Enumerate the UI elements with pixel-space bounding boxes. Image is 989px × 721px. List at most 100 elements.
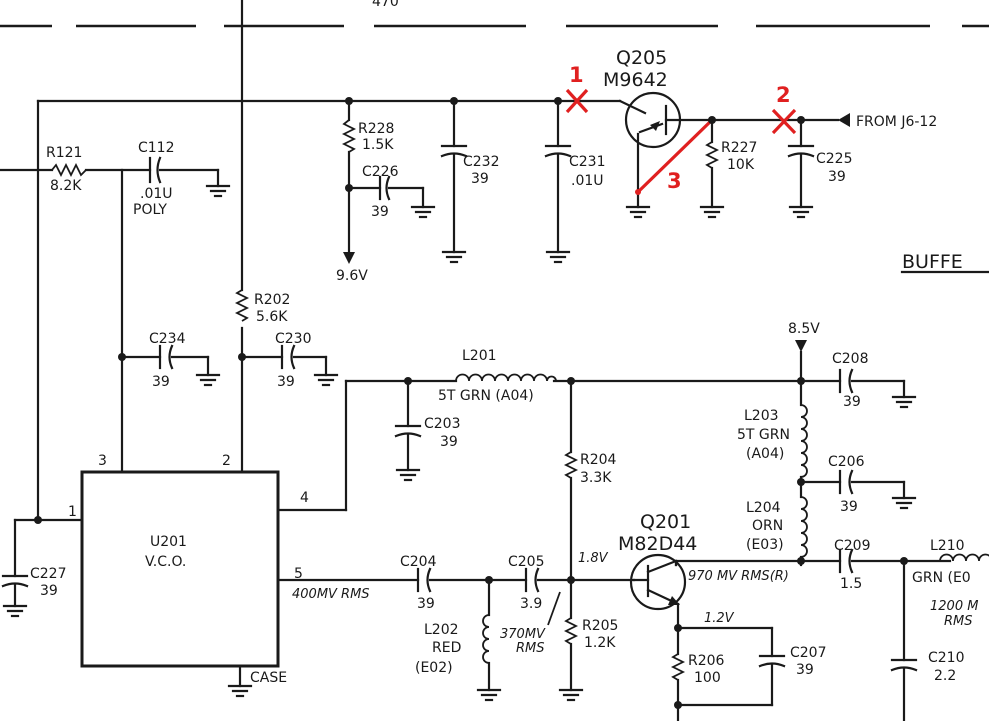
ground-symbol bbox=[313, 373, 339, 387]
l210-value: GRN (E0 bbox=[912, 570, 971, 586]
meas-400mv: 400MV RMS bbox=[292, 587, 370, 602]
supply-8v5-label: 8.5V bbox=[788, 321, 820, 337]
meas-1200mv: 1200 M bbox=[930, 599, 978, 614]
r228-resistor bbox=[341, 99, 357, 254]
l201-value: 5T GRN (A04) bbox=[438, 388, 534, 404]
c204-ref: C204 bbox=[400, 554, 437, 570]
c207-value: 39 bbox=[796, 662, 814, 678]
c204-value: 39 bbox=[417, 596, 435, 612]
r202-ref: R202 bbox=[254, 292, 290, 308]
l210-inductor bbox=[939, 553, 989, 562]
meas-370mv-rms: RMS bbox=[516, 641, 545, 656]
l204-inductor bbox=[799, 496, 808, 567]
marker-3-label: 3 bbox=[667, 169, 682, 193]
ground-symbol bbox=[227, 684, 253, 698]
supply-arrow-9v6 bbox=[343, 252, 355, 264]
from-label: FROM J6-12 bbox=[856, 114, 937, 130]
l203-ref: L203 bbox=[744, 408, 779, 424]
r202-resistor bbox=[234, 289, 250, 322]
c112-ref: C112 bbox=[138, 140, 175, 156]
junction-dots bbox=[34, 97, 908, 709]
c205-value: 3.9 bbox=[520, 596, 542, 612]
r227-value: 10K bbox=[727, 157, 755, 173]
l202-value-1: RED bbox=[432, 640, 461, 656]
l201-ref: L201 bbox=[462, 348, 497, 364]
ground-symbol bbox=[410, 205, 436, 219]
c210-capacitor bbox=[890, 559, 918, 721]
q205-transistor bbox=[618, 91, 714, 209]
l201-inductor bbox=[455, 373, 557, 382]
c203-capacitor bbox=[394, 379, 422, 472]
top-fragment-label: 470 bbox=[372, 0, 399, 10]
r205-resistor bbox=[563, 578, 579, 692]
u201-ref: U201 bbox=[150, 534, 187, 550]
marker-2-label: 2 bbox=[776, 83, 791, 107]
c230-value: 39 bbox=[277, 374, 295, 390]
c226-capacitor bbox=[347, 175, 425, 209]
r227-resistor bbox=[704, 118, 720, 209]
ground-symbol bbox=[441, 250, 467, 264]
c210-ref: C210 bbox=[928, 650, 965, 666]
ground-symbol bbox=[545, 250, 571, 264]
c209-value: 1.5 bbox=[840, 576, 862, 592]
r206-value: 100 bbox=[694, 670, 721, 686]
c205-capacitor bbox=[524, 567, 540, 593]
l203-value-1: 5T GRN bbox=[737, 427, 790, 443]
input-arrow bbox=[838, 113, 850, 127]
r121-resistor bbox=[51, 162, 87, 178]
r205-value: 1.2K bbox=[584, 635, 616, 651]
r227-ref: R227 bbox=[721, 140, 757, 156]
l204-value-2: (E03) bbox=[746, 537, 784, 553]
c203-value: 39 bbox=[440, 434, 458, 450]
u201-pin-2: 2 bbox=[222, 453, 231, 469]
c225-ref: C225 bbox=[816, 151, 853, 167]
ground-symbol bbox=[699, 205, 725, 219]
red-x-marker-1 bbox=[565, 88, 589, 114]
c112-value: .01U bbox=[140, 186, 173, 202]
ground-symbol bbox=[205, 184, 231, 198]
ground-symbol bbox=[788, 205, 814, 219]
red-jumper-line bbox=[635, 118, 714, 195]
c210-value: 2.2 bbox=[934, 668, 956, 684]
c208-value: 39 bbox=[843, 394, 861, 410]
ground-symbol bbox=[891, 496, 917, 510]
meas-1200mv-rms: RMS bbox=[944, 614, 973, 629]
q201-transistor bbox=[629, 553, 687, 630]
u201-case-label: CASE bbox=[250, 670, 287, 686]
c206-ref: C206 bbox=[828, 454, 865, 470]
c231-ref: C231 bbox=[569, 154, 606, 170]
u201-pin-1: 1 bbox=[68, 504, 77, 520]
emitter-network bbox=[670, 626, 786, 721]
ground-symbol bbox=[558, 688, 584, 702]
ground-symbol bbox=[625, 205, 651, 219]
c208-capacitor bbox=[838, 368, 854, 394]
l202-value-2: (E02) bbox=[415, 660, 453, 676]
r228-ref: R228 bbox=[358, 121, 394, 137]
c232-capacitor bbox=[440, 99, 468, 254]
marker-1-label: 1 bbox=[569, 63, 584, 87]
c234-capacitor bbox=[158, 344, 174, 370]
buffer-label: BUFFE bbox=[902, 251, 963, 273]
collector-wire bbox=[674, 559, 952, 567]
c231-capacitor bbox=[544, 99, 572, 254]
q201-ref: Q201 bbox=[640, 511, 691, 533]
supply-9v6-label: 9.6V bbox=[336, 268, 368, 284]
c204-capacitor bbox=[416, 567, 432, 593]
c234-value: 39 bbox=[152, 374, 170, 390]
l202-inductor bbox=[482, 578, 491, 692]
r204-resistor bbox=[563, 379, 579, 582]
meas-1v2: 1.2V bbox=[704, 611, 735, 626]
top-wires bbox=[0, 0, 622, 522]
meas-370mv: 370MV bbox=[500, 627, 546, 642]
r205-ref: R205 bbox=[582, 618, 618, 634]
ground-symbol bbox=[2, 604, 28, 618]
l202-ref: L202 bbox=[424, 622, 459, 638]
ground-symbol bbox=[891, 395, 917, 409]
r121-value: 8.2K bbox=[50, 178, 82, 194]
c225-capacitor bbox=[787, 118, 815, 209]
meas-970mv: 970 MV RMS(R) bbox=[688, 569, 789, 584]
c232-value: 39 bbox=[471, 171, 489, 187]
u201-name: V.C.O. bbox=[145, 554, 186, 570]
c232-ref: C232 bbox=[463, 154, 500, 170]
